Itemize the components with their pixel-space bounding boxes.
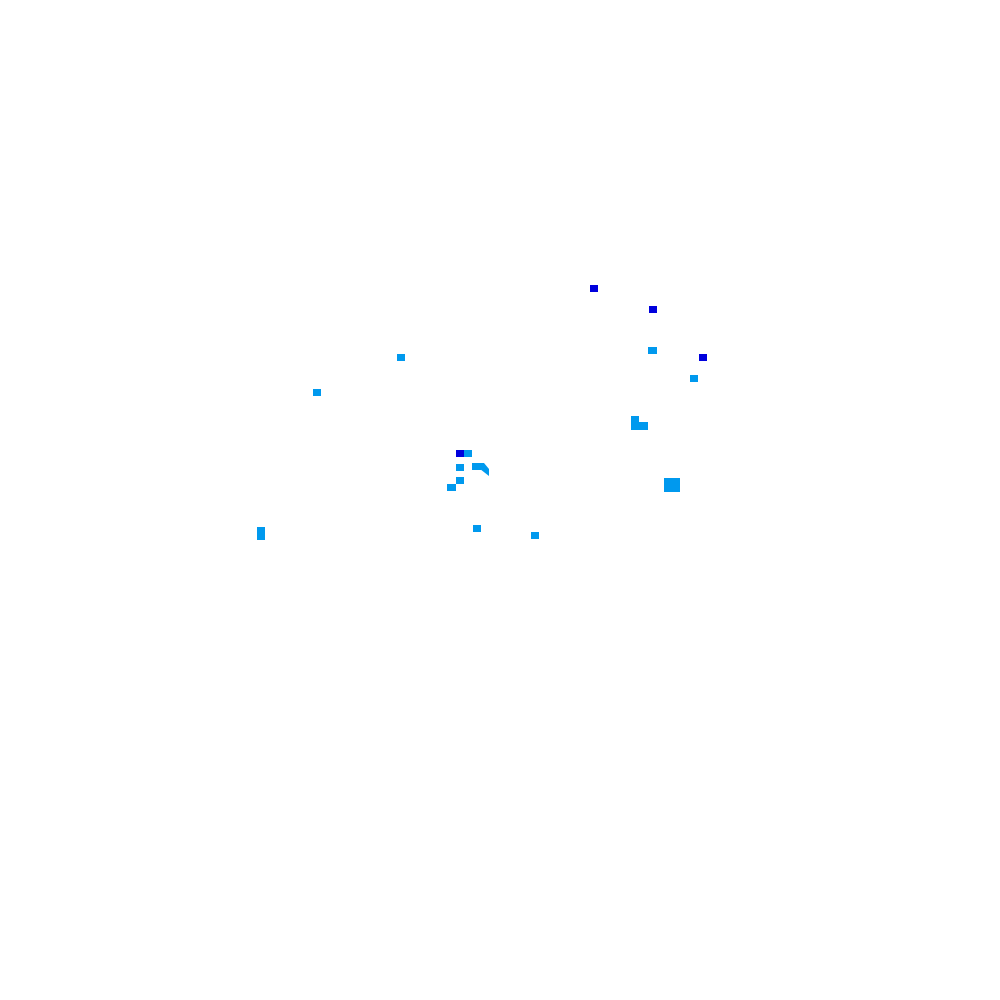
map-feature xyxy=(456,477,464,484)
map-feature xyxy=(590,285,598,292)
map-feature xyxy=(480,463,489,476)
map-feature xyxy=(531,532,539,539)
map-feature xyxy=(464,450,472,457)
map-feature xyxy=(257,527,265,540)
map-feature xyxy=(649,306,657,313)
map-feature xyxy=(472,463,481,470)
map-feature xyxy=(648,347,657,354)
map-feature xyxy=(397,354,405,361)
map-feature xyxy=(631,416,639,423)
map-feature xyxy=(631,422,648,430)
map-feature xyxy=(473,525,481,532)
map-feature xyxy=(313,389,321,396)
map-feature xyxy=(456,464,464,471)
map-feature xyxy=(699,354,707,361)
map-feature xyxy=(664,478,680,492)
map-feature xyxy=(456,450,464,457)
map-feature xyxy=(447,484,456,491)
map-feature xyxy=(690,375,698,382)
